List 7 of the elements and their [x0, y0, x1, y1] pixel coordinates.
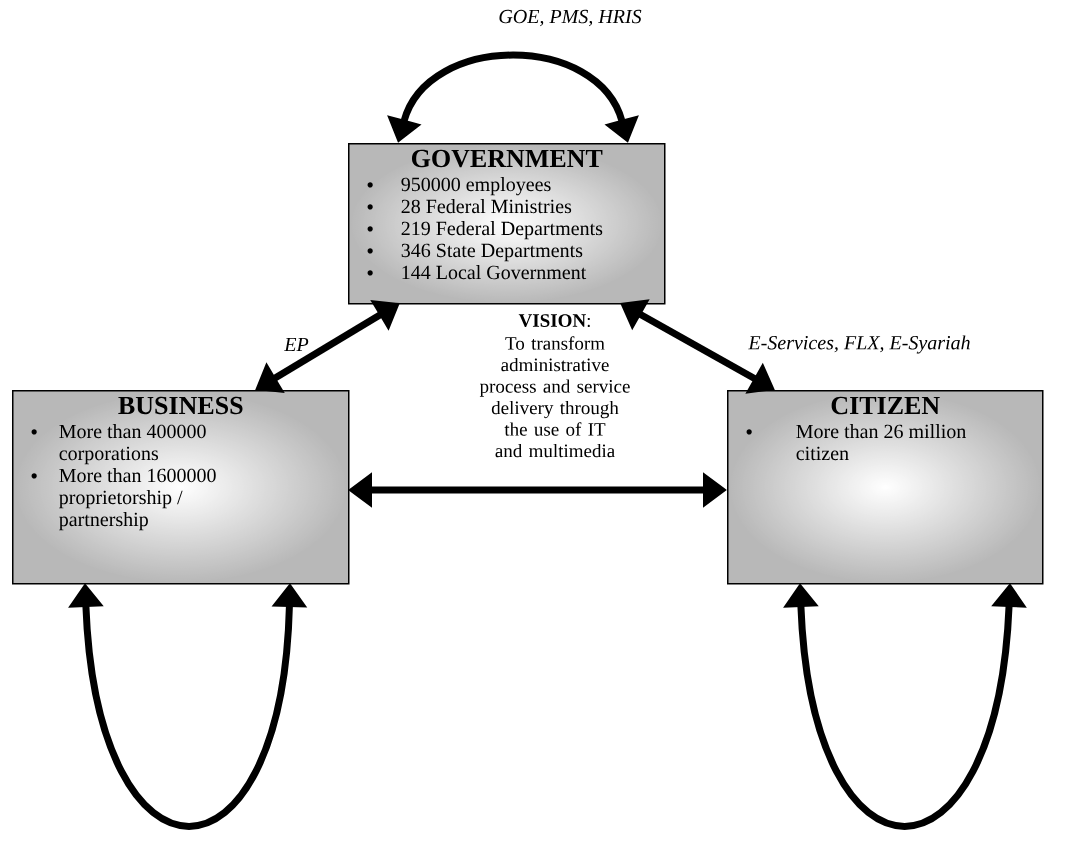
- entity-box: BUSINESS More than 400000 corporations More than 1600000 proprietorship / partnership: [12, 390, 350, 585]
- edge-label: E-Services, FLX, E-Syariah: [748, 335, 970, 354]
- edge-label: GOE, PMS, HRIS: [499, 9, 642, 27]
- entity-box: GOVERNMENT 950000 employees 28 Federal Ministries 219 Federal Departments 346 State Departments 144 Local Government: [348, 143, 666, 305]
- entity-box: CITIZEN More than 26 million citizen: [727, 390, 1044, 585]
- vision-text: To transform administrative process and service delivery through the use of IT and multimedia: [479, 336, 630, 458]
- edge-label: EP: [284, 337, 309, 352]
